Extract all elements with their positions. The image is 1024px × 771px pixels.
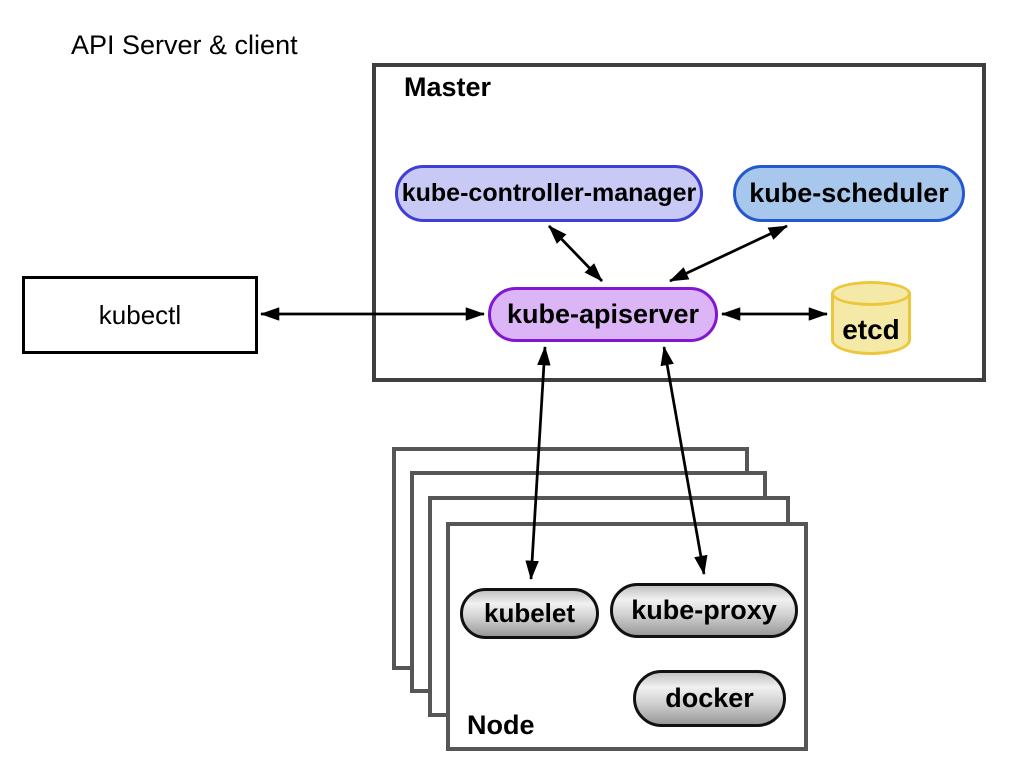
kubelet-label: kubelet xyxy=(483,598,576,628)
docker-label: docker xyxy=(665,683,754,713)
kube-controller-manager-node: kube-controller-manager xyxy=(395,165,703,222)
etcd-database-icon: etcd xyxy=(831,281,911,355)
kube-apiserver-label: kube-apiserver xyxy=(506,299,700,329)
kube-controller-manager-label: kube-controller-manager xyxy=(401,179,697,207)
master-label: Master xyxy=(404,72,492,102)
kubectl-node: kubectl xyxy=(22,276,258,354)
kubectl-label: kubectl xyxy=(98,299,182,330)
kube-proxy-node: kube-proxy xyxy=(610,583,798,638)
etcd-cylinder-top xyxy=(831,281,911,306)
diagram-title: API Server & client xyxy=(71,30,298,60)
kube-scheduler-label: kube-scheduler xyxy=(749,178,949,208)
docker-node: docker xyxy=(633,670,786,727)
etcd-label: etcd xyxy=(842,314,900,345)
kube-apiserver-node: kube-apiserver xyxy=(488,287,718,342)
kube-proxy-label: kube-proxy xyxy=(631,595,777,625)
node-label: Node xyxy=(467,710,535,740)
kube-scheduler-node: kube-scheduler xyxy=(733,165,965,222)
kubelet-node: kubelet xyxy=(460,588,599,639)
